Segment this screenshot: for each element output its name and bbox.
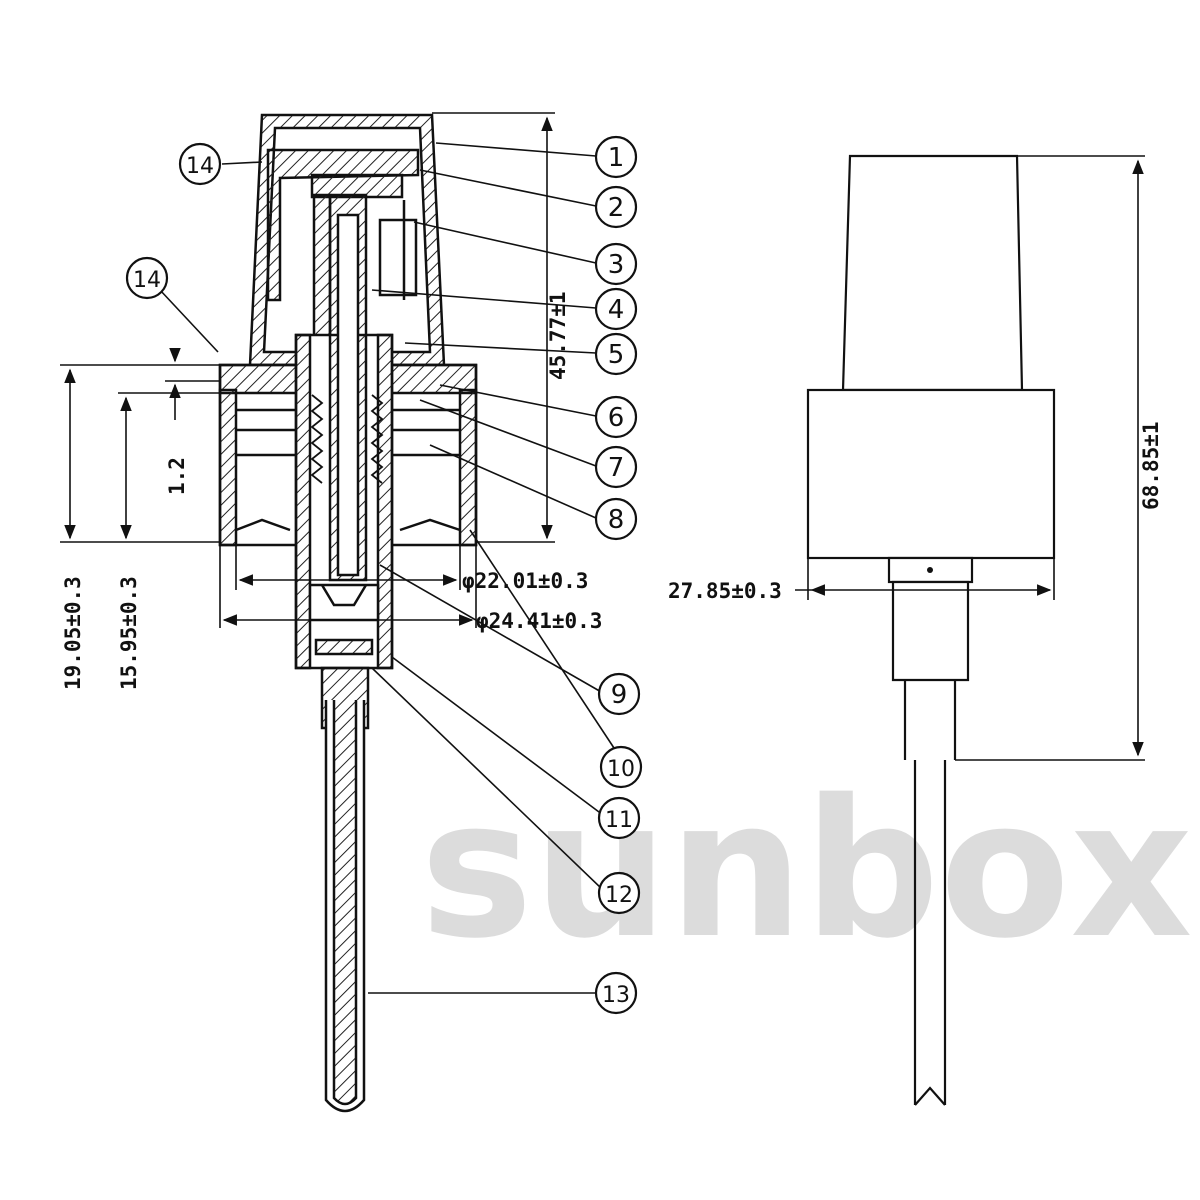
leader-lines — [159, 142, 615, 994]
dim-outline-width: 27.85±0.3 — [668, 579, 782, 603]
dim-inner-diameter: φ22.01±0.3 — [462, 569, 588, 593]
dim-inner-height: 15.95±0.3 — [117, 576, 141, 690]
outline-neck — [887, 556, 974, 584]
dim-outer-height: 19.05±0.3 — [61, 576, 85, 690]
dim-outer-diameter: φ24.41±0.3 — [476, 609, 602, 633]
callout-13: 13 — [602, 983, 630, 1008]
callout-11: 11 — [605, 808, 633, 833]
callout-14-left: 14 — [133, 268, 161, 293]
callout-9: 9 — [611, 680, 628, 710]
callout-14-top: 14 — [186, 154, 214, 179]
callout-4: 4 — [608, 295, 625, 325]
callout-7: 7 — [608, 453, 625, 483]
callout-2: 2 — [608, 193, 625, 223]
outline-dip-tube — [913, 760, 947, 1105]
section-view — [218, 113, 478, 1113]
callout-8: 8 — [608, 505, 625, 535]
section-dimensions — [60, 112, 555, 628]
outline-actuator — [841, 154, 1024, 392]
dim-gap: 1.2 — [165, 457, 189, 495]
dim-outline-height: 68.85±1 — [1139, 421, 1163, 510]
callout-circles — [125, 135, 643, 1015]
spring — [310, 394, 384, 484]
actuator-insert — [266, 148, 420, 302]
callout-10: 10 — [607, 757, 635, 782]
outline-view — [806, 154, 1056, 1106]
callout-12: 12 — [605, 883, 633, 908]
outline-closure — [806, 388, 1056, 560]
callout-1: 1 — [608, 143, 625, 173]
callout-3: 3 — [608, 250, 625, 280]
callout-6: 6 — [608, 403, 625, 433]
callout-5: 5 — [608, 340, 625, 370]
outline-dimensions — [795, 155, 1145, 761]
watermark-text: sunbox — [420, 759, 1193, 980]
